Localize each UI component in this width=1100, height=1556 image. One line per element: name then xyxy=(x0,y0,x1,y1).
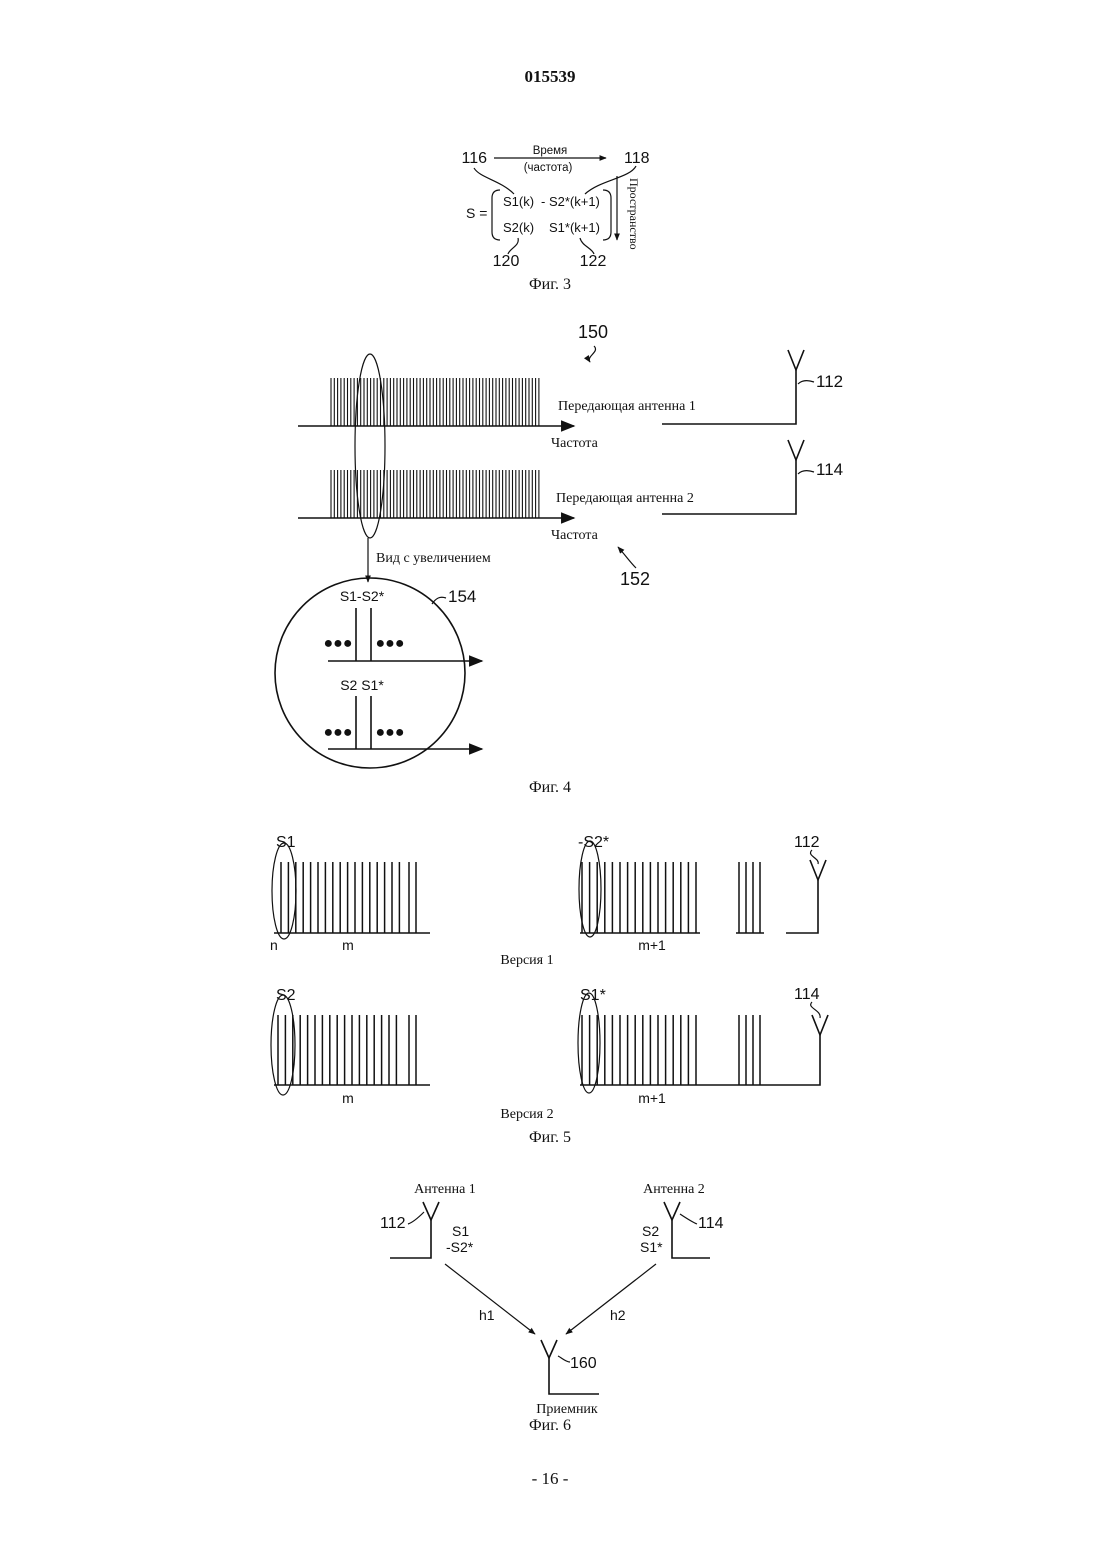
v1-left-subcarriers xyxy=(281,862,416,933)
channel-h2-arrow xyxy=(566,1264,656,1334)
antenna-1-signal-neg-s2conj: -S2* xyxy=(446,1239,474,1255)
antenna-1-title: Антенна 1 xyxy=(414,1182,476,1197)
receiver-label: Приемник xyxy=(536,1402,598,1417)
antenna-1-signal-s1: S1 xyxy=(452,1223,469,1239)
leader-120 xyxy=(508,238,518,254)
antenna-114-icon-fig6 xyxy=(664,1202,680,1220)
antenna-1-label: Передающая антенна 1 xyxy=(558,399,696,414)
zoomed-view-circle xyxy=(275,578,465,768)
ref-154: 154 xyxy=(448,587,476,606)
figure-4-caption: Фиг. 4 xyxy=(529,779,571,796)
figure-3: 116 Время (частота) 118 Пространство S =… xyxy=(461,145,649,293)
v1-ref-112: 112 xyxy=(794,834,820,851)
leader-122 xyxy=(580,238,594,254)
ref-160: 160 xyxy=(570,1355,597,1372)
ref-120: 120 xyxy=(493,253,520,270)
matrix-cell-neg-s2-conj: - S2*(k+1) xyxy=(541,194,600,209)
v2-label-m: m xyxy=(342,1090,354,1106)
v2-label-m-plus-1: m+1 xyxy=(638,1090,666,1106)
ref-112-fig6: 112 xyxy=(380,1215,406,1232)
matrix-right-bracket xyxy=(603,190,611,240)
document-number: 015539 xyxy=(525,67,576,86)
leader-114-fig6 xyxy=(680,1214,697,1224)
antenna-2-signal-s2: S2 xyxy=(642,1223,659,1239)
leader-112-fig6 xyxy=(408,1212,424,1224)
v2-symbol-s2: S2 xyxy=(276,987,296,1004)
time-axis-label: Время xyxy=(533,145,568,157)
v1-label-m: m xyxy=(342,937,354,953)
ref-114-fig4: 114 xyxy=(816,460,843,479)
ellipsis-dots-bottom-left: ●●● xyxy=(324,724,353,741)
figure-6: Антенна 1 Антенна 2 112 S1 -S2* 114 S2 S… xyxy=(380,1182,724,1434)
antenna-2-label: Передающая антенна 2 xyxy=(556,491,694,506)
matrix-cell-s2k: S2(k) xyxy=(503,220,534,235)
ref-122: 122 xyxy=(580,253,607,270)
v1-left-ellipse xyxy=(272,843,296,939)
time-axis-sublabel: (частота) xyxy=(524,162,573,174)
v1-right-subcarriers xyxy=(582,862,760,933)
version-2-label: Версия 2 xyxy=(500,1107,553,1122)
page-number: - 16 - xyxy=(532,1469,569,1488)
leader-114-fig4 xyxy=(798,471,814,474)
receiver-antenna-160-icon xyxy=(541,1340,557,1358)
ref-150: 150 xyxy=(578,322,608,342)
zoom-label-s2-s1conj: S2 S1* xyxy=(340,677,384,693)
v2-left-subcarriers xyxy=(278,1015,416,1085)
figure-6-caption: Фиг. 6 xyxy=(529,1417,571,1434)
ellipsis-dots-top-left: ●●● xyxy=(324,635,353,652)
v2-ref-114: 114 xyxy=(794,986,820,1003)
leader-150 xyxy=(589,346,595,362)
ref-114-fig6: 114 xyxy=(698,1215,724,1232)
subcarrier-comb-antenna-1 xyxy=(331,378,539,426)
frequency-label-1: Частота xyxy=(551,436,599,451)
matrix-left-bracket xyxy=(492,190,500,240)
subcarrier-comb-antenna-2 xyxy=(331,470,539,518)
zoom-selection-ellipse xyxy=(355,354,385,538)
channel-h1-label: h1 xyxy=(479,1307,495,1323)
figure-4: 150 Передающая антенна 1 Частота 112 Пер… xyxy=(275,322,843,796)
v2-left-ellipse xyxy=(271,995,295,1095)
antenna-2-title: Антенна 2 xyxy=(643,1182,705,1197)
leader-152 xyxy=(618,547,636,568)
ellipsis-dots-bottom-right: ●●● xyxy=(376,724,405,741)
channel-h2-label: h2 xyxy=(610,1307,626,1323)
v1-label-m-plus-1: m+1 xyxy=(638,937,666,953)
frequency-label-2: Частота xyxy=(551,528,599,543)
v2-right-baseline-feed xyxy=(580,1035,820,1085)
version-1-label: Версия 1 xyxy=(500,953,553,968)
antenna-2-signal-s1conj: S1* xyxy=(640,1239,663,1255)
ref-118: 118 xyxy=(624,150,650,167)
ref-112-fig4: 112 xyxy=(816,372,843,391)
v1-label-n: n xyxy=(270,937,278,953)
v1-antenna-feed xyxy=(786,880,818,933)
matrix-cell-s1k: S1(k) xyxy=(503,194,534,209)
ellipsis-dots-top-right: ●●● xyxy=(376,635,405,652)
antenna-112-icon-fig6 xyxy=(423,1202,439,1220)
leader-116 xyxy=(474,168,514,194)
figure-5: S1 n m -S2* m+1 112 Версия 1 S2 m S1* 11… xyxy=(270,834,828,1146)
figure-3-caption: Фиг. 3 xyxy=(529,276,571,293)
antenna-112-icon xyxy=(788,350,804,370)
v1-leader-112 xyxy=(810,850,818,864)
matrix-symbol: S = xyxy=(466,205,487,221)
antenna-114-icon xyxy=(788,440,804,460)
space-axis-label: Пространство xyxy=(627,178,641,250)
antenna-1-feed xyxy=(662,370,796,424)
matrix-cell-s1-conj: S1*(k+1) xyxy=(549,220,600,235)
leader-160 xyxy=(558,1356,570,1362)
zoom-label: Вид с увеличением xyxy=(376,551,491,566)
ref-116: 116 xyxy=(461,150,487,167)
figure-5-caption: Фиг. 5 xyxy=(529,1129,571,1146)
ref-152: 152 xyxy=(620,569,650,589)
leader-112-fig4 xyxy=(798,381,814,384)
zoom-label-s1-s2conj: S1-S2* xyxy=(340,588,385,604)
channel-h1-arrow xyxy=(445,1264,535,1334)
v2-right-subcarriers xyxy=(582,1015,760,1085)
